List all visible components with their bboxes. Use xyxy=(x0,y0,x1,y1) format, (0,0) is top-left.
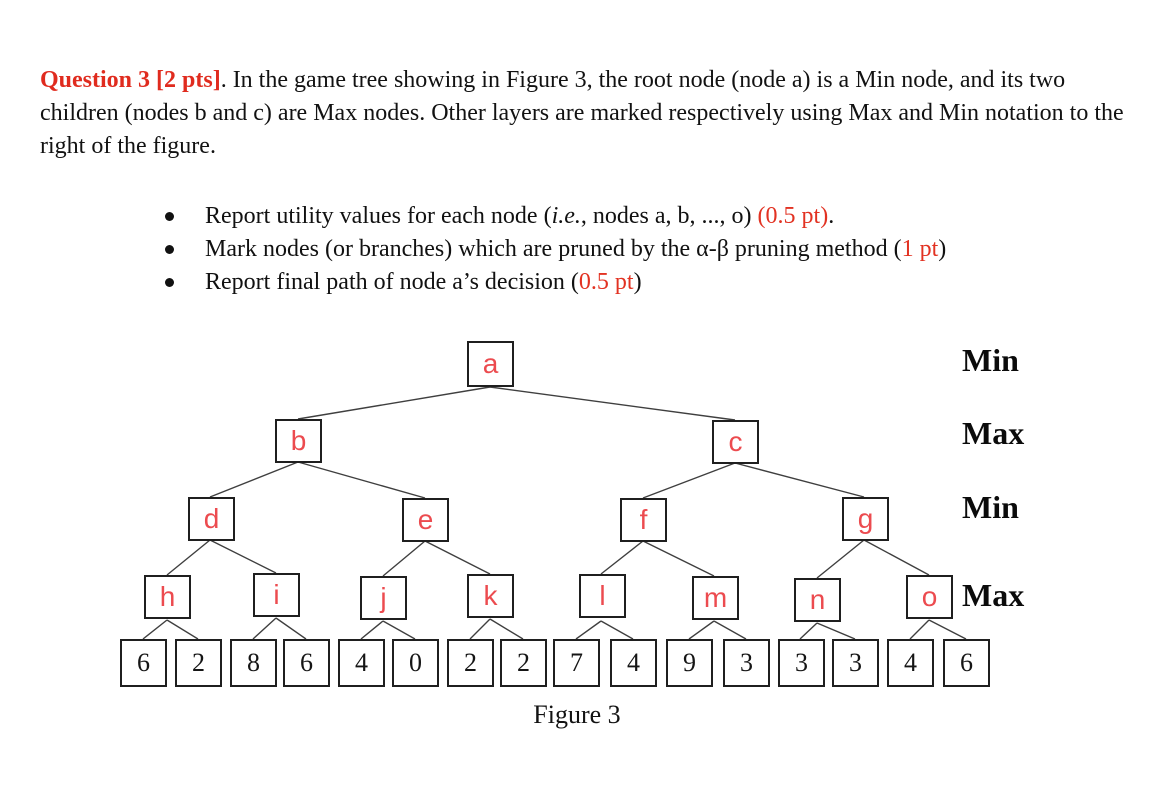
leaf-value-box: 7 xyxy=(553,639,600,687)
leaf-value-box: 3 xyxy=(832,639,879,687)
leaf-value-box: 2 xyxy=(500,639,547,687)
leaf-value-box: 2 xyxy=(175,639,222,687)
bullet-icon xyxy=(165,212,174,221)
leaf-value-box: 0 xyxy=(392,639,439,687)
leaf-value-box: 3 xyxy=(723,639,770,687)
leaf-value-box: 8 xyxy=(230,639,277,687)
tree-node-m: m xyxy=(692,576,739,620)
tree-node-d: d xyxy=(188,497,235,541)
bullet-item-final-path: Report final path of node a’s decision (… xyxy=(165,266,1085,299)
leaf-value-box: 4 xyxy=(887,639,934,687)
tree-node-j: j xyxy=(360,576,407,620)
leaf-value-box: 4 xyxy=(338,639,385,687)
bullet-list: Report utility values for each node (i.e… xyxy=(165,200,1085,299)
question-body: . In the game tree showing in Figure 3, … xyxy=(40,67,1124,159)
leaf-value-box: 9 xyxy=(666,639,713,687)
bullet-text: Report final path of node a’s decision (… xyxy=(205,269,642,295)
tree-node-k: k xyxy=(467,574,514,618)
tree-node-h: h xyxy=(144,575,191,619)
tree-edges-path xyxy=(142,386,967,640)
level-label-max-2: Max xyxy=(962,415,1025,451)
question-heading: Question 3 [2 pts] xyxy=(40,67,221,93)
leaf-value-box: 2 xyxy=(447,639,494,687)
tree-node-o: o xyxy=(906,575,953,619)
leaf-value-box: 6 xyxy=(943,639,990,687)
bullet-item-pruning: Mark nodes (or branches) which are prune… xyxy=(165,233,1085,266)
leaf-value-box: 6 xyxy=(283,639,330,687)
question-paragraph: Question 3 [2 pts]. In the game tree sho… xyxy=(40,64,1126,163)
bullet-item-utility-values: Report utility values for each node (i.e… xyxy=(165,200,1085,233)
tree-node-a: a xyxy=(467,341,514,387)
leaf-value-box: 3 xyxy=(778,639,825,687)
tree-node-f: f xyxy=(620,498,667,542)
bullet-icon xyxy=(165,278,174,287)
tree-node-i: i xyxy=(253,573,300,617)
tree-node-c: c xyxy=(712,420,759,464)
level-label-min-3: Min xyxy=(962,489,1019,525)
tree-node-g: g xyxy=(842,497,889,541)
leaf-value-box: 6 xyxy=(120,639,167,687)
figure-caption: Figure 3 xyxy=(533,700,621,729)
tree-node-n: n xyxy=(794,578,841,622)
level-label-min-root: Min xyxy=(962,342,1019,378)
bullet-text: Mark nodes (or branches) which are prune… xyxy=(205,236,947,262)
tree-node-l: l xyxy=(579,574,626,618)
level-label-max-4: Max xyxy=(962,577,1025,613)
tree-node-e: e xyxy=(402,498,449,542)
tree-node-b: b xyxy=(275,419,322,463)
leaf-value-box: 4 xyxy=(610,639,657,687)
bullet-text: Report utility values for each node (i.e… xyxy=(205,203,835,229)
bullet-icon xyxy=(165,245,174,254)
